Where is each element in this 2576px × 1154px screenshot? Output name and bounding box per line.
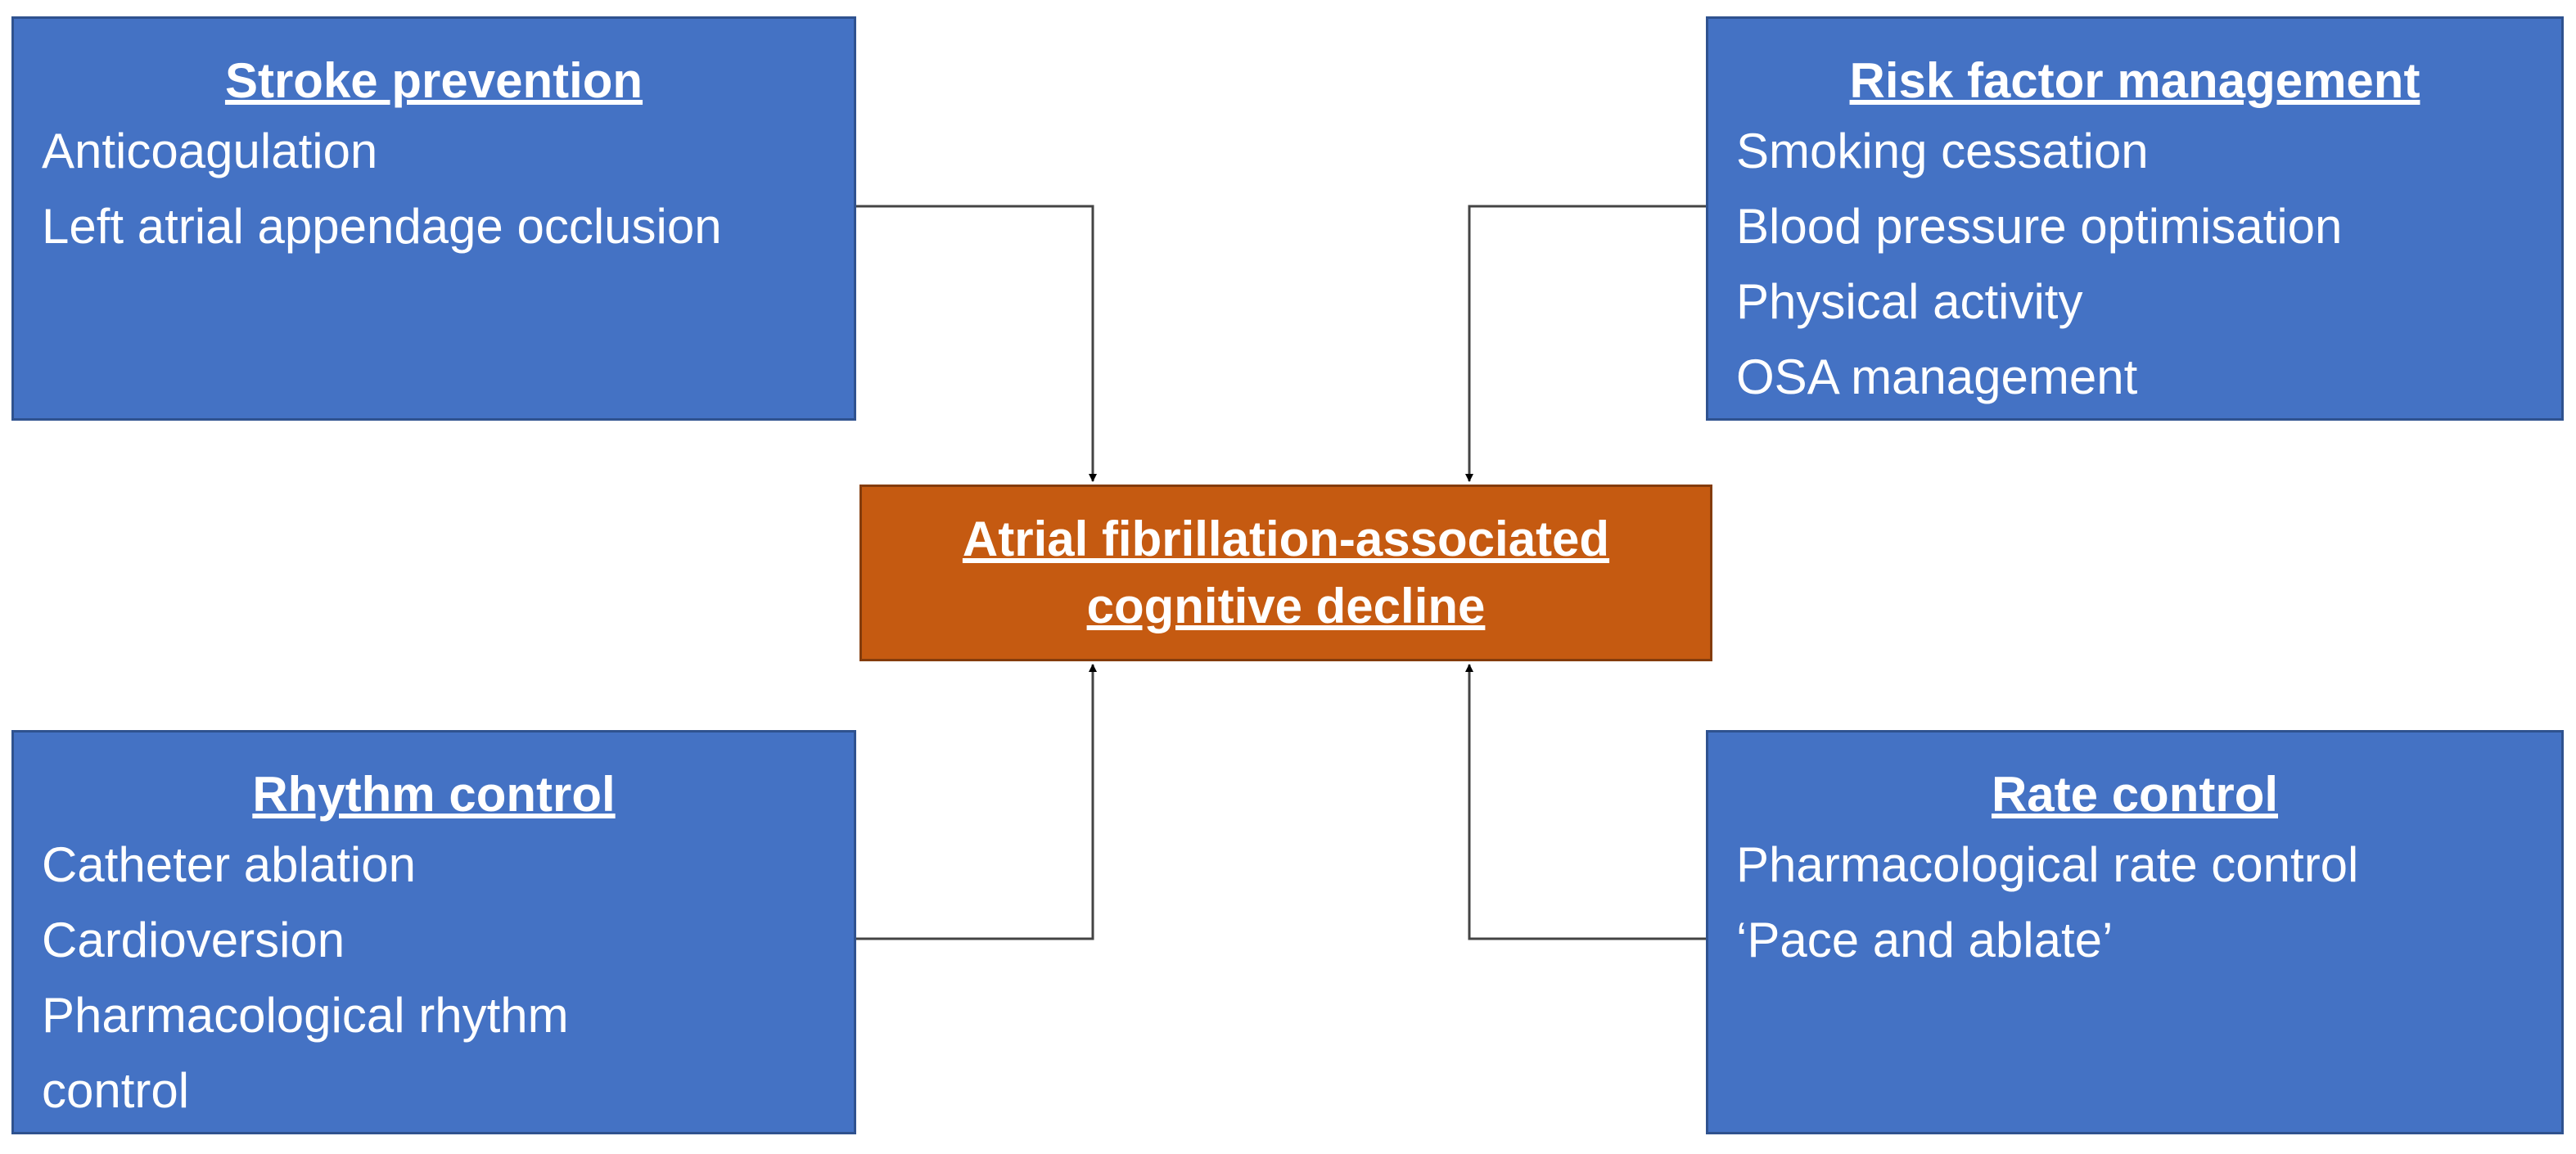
center-title-line-1: Atrial fibrillation-associated bbox=[962, 512, 1610, 566]
list-item: Anticoagulation bbox=[42, 124, 378, 178]
list-item: Pharmacological rate control bbox=[1736, 837, 2359, 892]
rhythm-control-box: Rhythm control Catheter ablation Cardiov… bbox=[11, 730, 856, 1134]
list-item: Pharmacological rhythm bbox=[42, 988, 569, 1043]
rhythm-control-list: Catheter ablation Cardioversion Pharmaco… bbox=[14, 827, 854, 1129]
list-item: Cardioversion bbox=[42, 913, 345, 967]
list-item: Left atrial appendage occlusion bbox=[42, 199, 722, 254]
rate-control-title: Rate control bbox=[1991, 767, 2279, 822]
risk-factor-management-title: Risk factor management bbox=[1849, 53, 2420, 108]
rate-control-box: Rate control Pharmacological rate contro… bbox=[1706, 730, 2564, 1134]
center-title-line-2: cognitive decline bbox=[1086, 579, 1486, 633]
stroke-prevention-title: Stroke prevention bbox=[224, 53, 643, 108]
risk-factor-management-box: Risk factor management Smoking cessation… bbox=[1706, 16, 2564, 421]
arrow-stroke-to-center bbox=[856, 205, 1097, 482]
list-item: ‘Pace and ablate’ bbox=[1736, 913, 2114, 967]
arrow-risk-to-center bbox=[1465, 205, 1706, 482]
list-item: OSA management bbox=[1736, 349, 2138, 404]
risk-factor-management-list: Smoking cessation Blood pressure optimis… bbox=[1708, 114, 2561, 415]
arrow-rate-to-center bbox=[1465, 664, 1706, 940]
stroke-prevention-list: Anticoagulation Left atrial appendage oc… bbox=[14, 114, 854, 264]
stroke-prevention-box: Stroke prevention Anticoagulation Left a… bbox=[11, 16, 856, 421]
list-item: Physical activity bbox=[1736, 274, 2083, 329]
list-item: control bbox=[42, 1063, 190, 1118]
arrow-rhythm-to-center bbox=[856, 664, 1097, 940]
af-cognitive-decline-box: Atrial fibrillation-associated cognitive… bbox=[859, 485, 1712, 661]
rhythm-control-title: Rhythm control bbox=[252, 767, 616, 822]
list-item: Blood pressure optimisation bbox=[1736, 199, 2343, 254]
rate-control-list: Pharmacological rate control ‘Pace and a… bbox=[1708, 827, 2561, 978]
list-item: Smoking cessation bbox=[1736, 124, 2149, 178]
list-item: Catheter ablation bbox=[42, 837, 416, 892]
